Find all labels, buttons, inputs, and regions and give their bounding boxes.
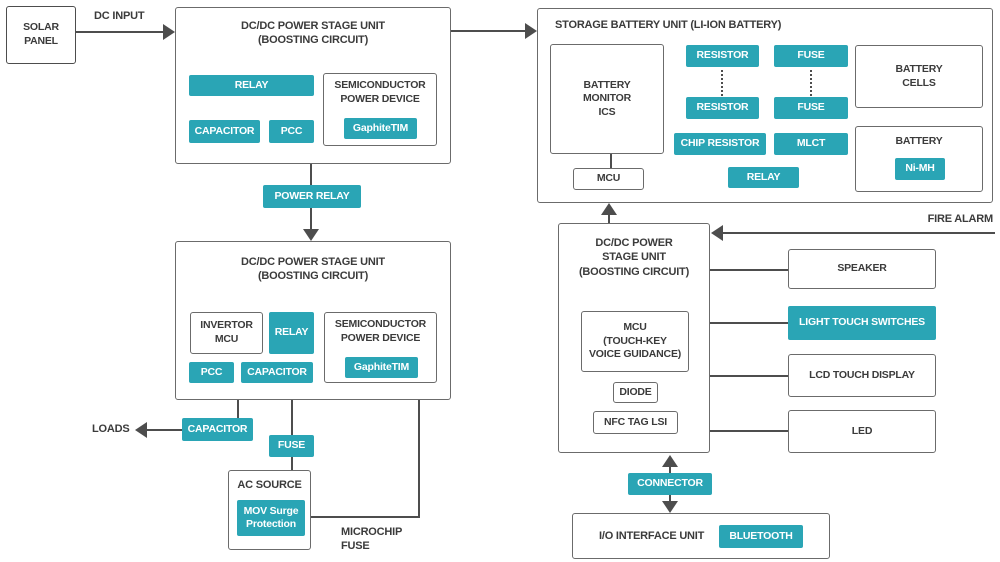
semiconductor-box-mid: SEMICONDUCTOR POWER DEVICE GaphiteTIM — [324, 312, 437, 383]
battery-box: BATTERY Ni-MH — [855, 126, 983, 192]
mcu-label-storage: MCU — [596, 172, 621, 185]
invertor-mcu-label: INVERTOR MCU — [200, 319, 253, 345]
solar-panel-label: SOLAR PANEL — [23, 21, 59, 47]
relay-chip-top: RELAY — [189, 75, 314, 96]
semiconductor-title-top: SEMICONDUCTOR POWER DEVICE — [334, 79, 426, 105]
storage-unit-box: STORAGE BATTERY UNIT (LI-ION BATTERY) BA… — [537, 8, 993, 203]
power-relay-arrowhead — [303, 229, 319, 241]
connector-up-arrowhead — [662, 455, 678, 467]
nfc-tag-label: NFC TAG LSI — [604, 415, 667, 428]
fire-alarm-line — [718, 232, 995, 234]
led-link-line — [710, 430, 788, 432]
speaker-label: SPEAKER — [837, 262, 887, 275]
loads-arrowhead — [135, 422, 147, 438]
dcdc-unit-right-box: DC/DC POWER STAGE UNIT (BOOSTING CIRCUIT… — [558, 223, 710, 453]
battery-monitor-label: BATTERY MONITOR ICS — [583, 78, 631, 118]
speaker-link-line — [710, 269, 788, 271]
ni-mh-chip: Ni-MH — [895, 158, 945, 180]
loads-label: LOADS — [92, 423, 130, 435]
connector-chip: CONNECTOR — [628, 473, 712, 495]
fuse-chip-top: FUSE — [774, 45, 848, 67]
capacitor-out-chip: CAPACITOR — [182, 418, 253, 441]
io-unit-title: I/O INTERFACE UNIT — [599, 529, 705, 542]
power-relay-line-bottom — [310, 208, 312, 231]
graphite-tim-chip-mid: GaphiteTIM — [345, 357, 418, 378]
fuse-out-line-top — [291, 400, 293, 435]
relay-chip-mid: RELAY — [269, 312, 314, 354]
battery-label: BATTERY — [895, 135, 943, 147]
dcdc-unit-mid-title: DC/DC POWER STAGE UNIT (BOOSTING CIRCUIT… — [241, 256, 385, 283]
mcu-box-storage: MCU — [573, 168, 644, 190]
light-touch-link-line — [710, 322, 788, 324]
dcdc-to-mcu-arrowhead — [601, 203, 617, 215]
solar-panel-box: SOLAR PANEL — [6, 6, 76, 64]
dcdc-to-storage-line — [451, 30, 531, 32]
battery-cells-label: BATTERY CELLS — [895, 62, 943, 89]
light-touch-switches-chip: LIGHT TOUCH SWITCHES — [788, 306, 936, 340]
invertor-mcu-box: INVERTOR MCU — [190, 312, 263, 354]
speaker-box: SPEAKER — [788, 249, 936, 289]
dcdc-unit-top-box: DC/DC POWER STAGE UNIT (BOOSTING CIRCUIT… — [175, 7, 451, 164]
lcd-touch-display-label: LCD TOUCH DISPLAY — [809, 368, 915, 381]
io-unit-box: I/O INTERFACE UNIT BLUETOOTH — [572, 513, 830, 559]
lcd-touch-display-box: LCD TOUCH DISPLAY — [788, 354, 936, 397]
dcdc-unit-right-title: DC/DC POWER STAGE UNIT (BOOSTING CIRCUIT… — [578, 237, 690, 278]
diode-label: DIODE — [619, 385, 652, 398]
dcdc-unit-mid-box: DC/DC POWER STAGE UNIT (BOOSTING CIRCUIT… — [175, 241, 451, 400]
ac-source-box: AC SOURCE MOV Surge Protection — [228, 470, 311, 550]
dcdc-to-mcu-line — [608, 213, 610, 223]
resistor-dotted-line — [721, 70, 723, 96]
relay-chip-storage: RELAY — [728, 167, 799, 188]
connector-down-line — [669, 495, 671, 503]
loads-line — [146, 429, 182, 431]
chip-resistor-chip: CHIP RESISTOR — [674, 133, 766, 155]
capacitor-out-line — [237, 400, 239, 418]
battery-monitor-box: BATTERY MONITOR ICS — [550, 44, 664, 154]
semiconductor-box-top: SEMICONDUCTOR POWER DEVICE GaphiteTIM — [323, 73, 437, 146]
mov-surge-chip: MOV Surge Protection — [237, 500, 305, 536]
dcdc-to-storage-arrowhead — [525, 23, 537, 39]
fuse-dotted-line — [810, 70, 812, 96]
lcd-link-line — [710, 375, 788, 377]
resistor-chip-top: RESISTOR — [686, 45, 759, 67]
led-box: LED — [788, 410, 936, 453]
fire-alarm-label: FIRE ALARM — [927, 213, 994, 225]
dc-input-label: DC INPUT — [94, 10, 145, 22]
diode-box: DIODE — [613, 382, 658, 403]
connector-up-line — [669, 465, 671, 474]
mlct-chip: MLCT — [774, 133, 848, 155]
dc-input-arrowhead — [163, 24, 175, 40]
connector-down-arrowhead — [662, 501, 678, 513]
fuse-chip-bottom: FUSE — [774, 97, 848, 119]
battery-cells-box: BATTERY CELLS — [855, 45, 983, 108]
dcdc-unit-top-title: DC/DC POWER STAGE UNIT (BOOSTING CIRCUIT… — [241, 20, 385, 47]
storage-unit-title: STORAGE BATTERY UNIT (LI-ION BATTERY) — [555, 19, 782, 31]
capacitor-chip-top: CAPACITOR — [189, 120, 260, 143]
fuse-out-chip: FUSE — [269, 435, 314, 457]
nfc-tag-box: NFC TAG LSI — [593, 411, 678, 434]
microchip-fuse-line-vertical — [418, 400, 420, 518]
microchip-fuse-label: MICROCHIP FUSE — [341, 526, 403, 553]
capacitor-chip-mid: CAPACITOR — [241, 362, 313, 383]
microchip-fuse-line-horizontal — [311, 516, 420, 518]
resistor-chip-bottom: RESISTOR — [686, 97, 759, 119]
power-relay-line-top — [310, 164, 312, 186]
pcc-chip-top: PCC — [269, 120, 314, 143]
fire-alarm-arrowhead — [711, 225, 723, 241]
led-label: LED — [851, 424, 873, 437]
touch-mcu-label: MCU (TOUCH-KEY VOICE GUIDANCE) — [588, 321, 682, 361]
graphite-tim-chip-top: GaphiteTIM — [344, 118, 417, 139]
bluetooth-chip: BLUETOOTH — [719, 525, 803, 548]
semiconductor-title-mid: SEMICONDUCTOR POWER DEVICE — [334, 318, 427, 344]
ac-source-title: AC SOURCE — [237, 479, 302, 491]
battery-monitor-mcu-line — [610, 154, 612, 168]
power-relay-chip: POWER RELAY — [263, 185, 361, 208]
fuse-out-line-bottom — [291, 457, 293, 470]
dc-input-line — [76, 31, 164, 33]
touch-mcu-box: MCU (TOUCH-KEY VOICE GUIDANCE) — [581, 311, 689, 372]
pcc-chip-mid: PCC — [189, 362, 234, 383]
